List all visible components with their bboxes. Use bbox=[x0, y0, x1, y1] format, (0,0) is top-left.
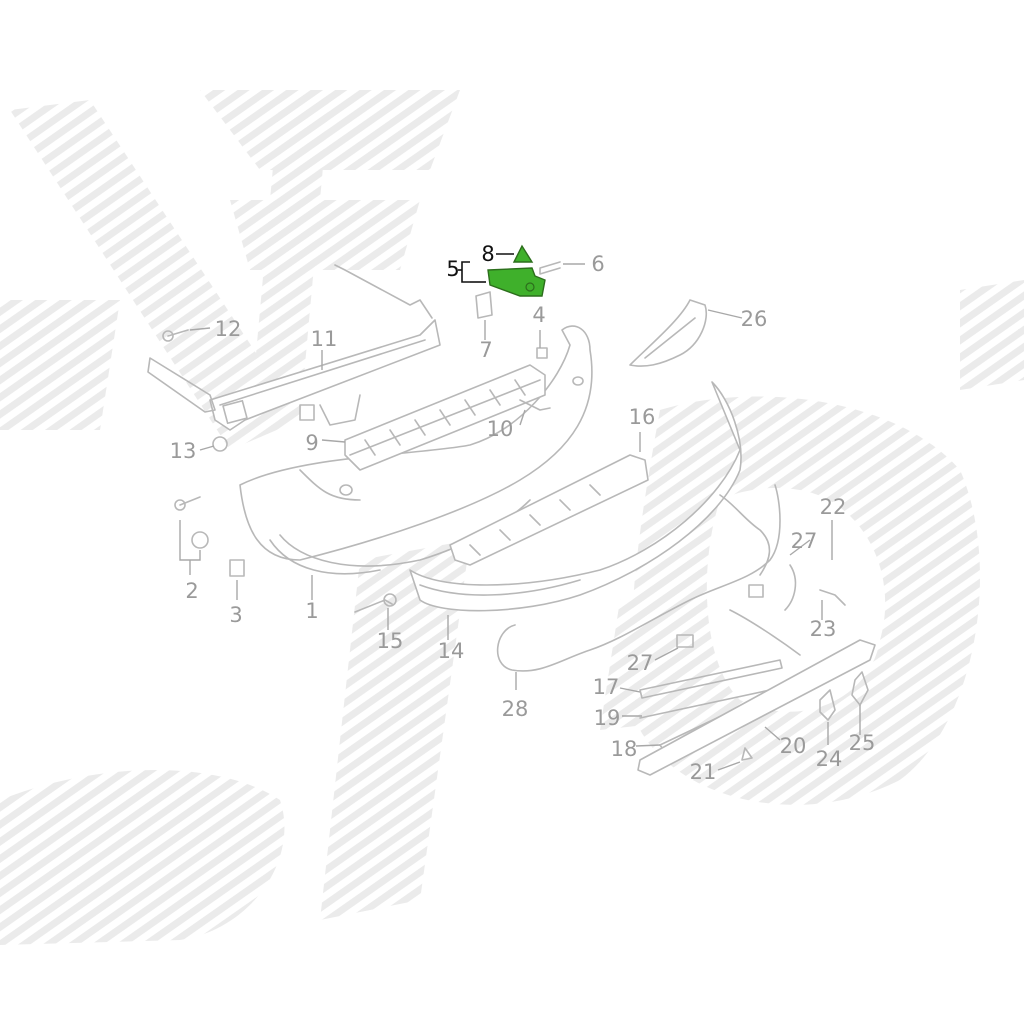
callout-c16: 16 bbox=[629, 405, 656, 429]
callout-c27b: 27 bbox=[627, 651, 654, 675]
callout-c9: 9 bbox=[305, 431, 318, 455]
callout-c24: 24 bbox=[816, 747, 843, 771]
callout-c10: 10 bbox=[487, 417, 514, 441]
callout-c1: 1 bbox=[305, 599, 318, 623]
callout-c14: 14 bbox=[438, 639, 465, 663]
callout-c25: 25 bbox=[849, 731, 876, 755]
callout-c6: 6 bbox=[591, 252, 604, 276]
callout-c2: 2 bbox=[185, 579, 198, 603]
callout-c3: 3 bbox=[229, 603, 242, 627]
callout-c19: 19 bbox=[594, 706, 621, 730]
lower-valance-part bbox=[409, 381, 742, 612]
callout-c26: 26 bbox=[741, 307, 768, 331]
reinforcement-beam-part bbox=[147, 264, 441, 431]
lower-trim-strips bbox=[637, 639, 876, 776]
callout-c4: 4 bbox=[532, 303, 545, 327]
callout-c5: 5 bbox=[446, 257, 459, 281]
leader-lines bbox=[179, 253, 861, 771]
callout-c17: 17 bbox=[593, 675, 620, 699]
callout-c12: 12 bbox=[215, 317, 242, 341]
callout-c28: 28 bbox=[502, 697, 529, 721]
callout-c13: 13 bbox=[170, 439, 197, 463]
callout-c22: 22 bbox=[820, 495, 847, 519]
highlighted-bracket-part-5 bbox=[487, 267, 546, 297]
callout-c20: 20 bbox=[780, 734, 807, 758]
bumper-cover-part bbox=[239, 325, 593, 575]
watermark bbox=[0, 90, 1024, 945]
fasteners bbox=[162, 261, 869, 761]
energy-absorber-part bbox=[344, 364, 546, 471]
callout-c21: 21 bbox=[690, 760, 717, 784]
highlighted-clip-part-8 bbox=[512, 244, 534, 263]
callout-c11: 11 bbox=[311, 327, 338, 351]
callout-c15: 15 bbox=[377, 629, 404, 653]
callout-c18: 18 bbox=[611, 737, 638, 761]
callout-c7: 7 bbox=[479, 338, 492, 362]
callout-c27a: 27 bbox=[791, 529, 818, 553]
reflector-part bbox=[629, 299, 707, 367]
callout-c8: 8 bbox=[481, 242, 494, 266]
callout-c23: 23 bbox=[810, 617, 837, 641]
wiring-harness bbox=[496, 484, 801, 672]
lower-support-part bbox=[449, 454, 649, 566]
